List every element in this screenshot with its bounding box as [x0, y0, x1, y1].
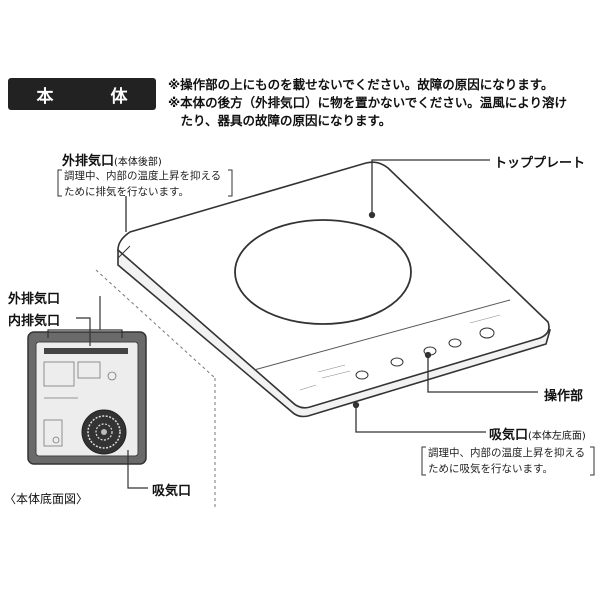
caution-note-2: ※本体の後方（外排気口）に物を置かないでください。温風により溶け [168, 95, 568, 110]
section-title-char-2: 体 [110, 86, 128, 107]
section-title-badge: 本 体 [8, 78, 156, 110]
bottom-outer-exhaust-label: 外排気口 [8, 292, 61, 307]
control-buttons [355, 327, 495, 380]
caution-notes: ※操作部の上にものを載せないでください。故障の原因になります。 ※本体の後方（外… [168, 76, 596, 130]
bottom-vent-row [44, 348, 128, 354]
outer-exhaust-sublabel: (本体後部) [114, 157, 162, 168]
bottom-inner-exhaust-label: 内排気口 [8, 314, 61, 329]
outer-exhaust-label: 外排気口(本体後部) [62, 154, 162, 169]
bottom-intake-label: 吸気口 [152, 484, 192, 499]
control-printed-marks [299, 314, 501, 391]
bottom-view-caption: 〈本体底面図〉 [4, 492, 89, 506]
cooktop-body [117, 161, 552, 418]
section-title-char-1: 本 [36, 86, 54, 107]
note-brackets [57, 169, 595, 476]
intake-note: 調理中、内部の温度上昇を抑える ために吸気を行ないます。 [428, 447, 586, 475]
outer-exhaust-note: 調理中、内部の温度上昇を抑える ために排気を行ないます。 [64, 170, 222, 198]
leader-lines [125, 159, 538, 433]
intake-label: 吸気口(本体左底面) [489, 428, 586, 443]
top-plate-label: トッププレート [494, 156, 586, 171]
caution-note-1: ※操作部の上にものを載せないでください。故障の原因になります。 [168, 77, 554, 92]
caution-note-3: たり、器具の故障の原因になります。 [168, 113, 392, 128]
guide-lines [95, 269, 216, 510]
bottom-view-unit [27, 331, 147, 465]
control-panel-label: 操作部 [544, 389, 584, 404]
intake-sublabel: (本体左底面) [528, 431, 586, 442]
cooking-zone-circle [234, 219, 412, 325]
bottom-leader-lines [47, 296, 148, 489]
